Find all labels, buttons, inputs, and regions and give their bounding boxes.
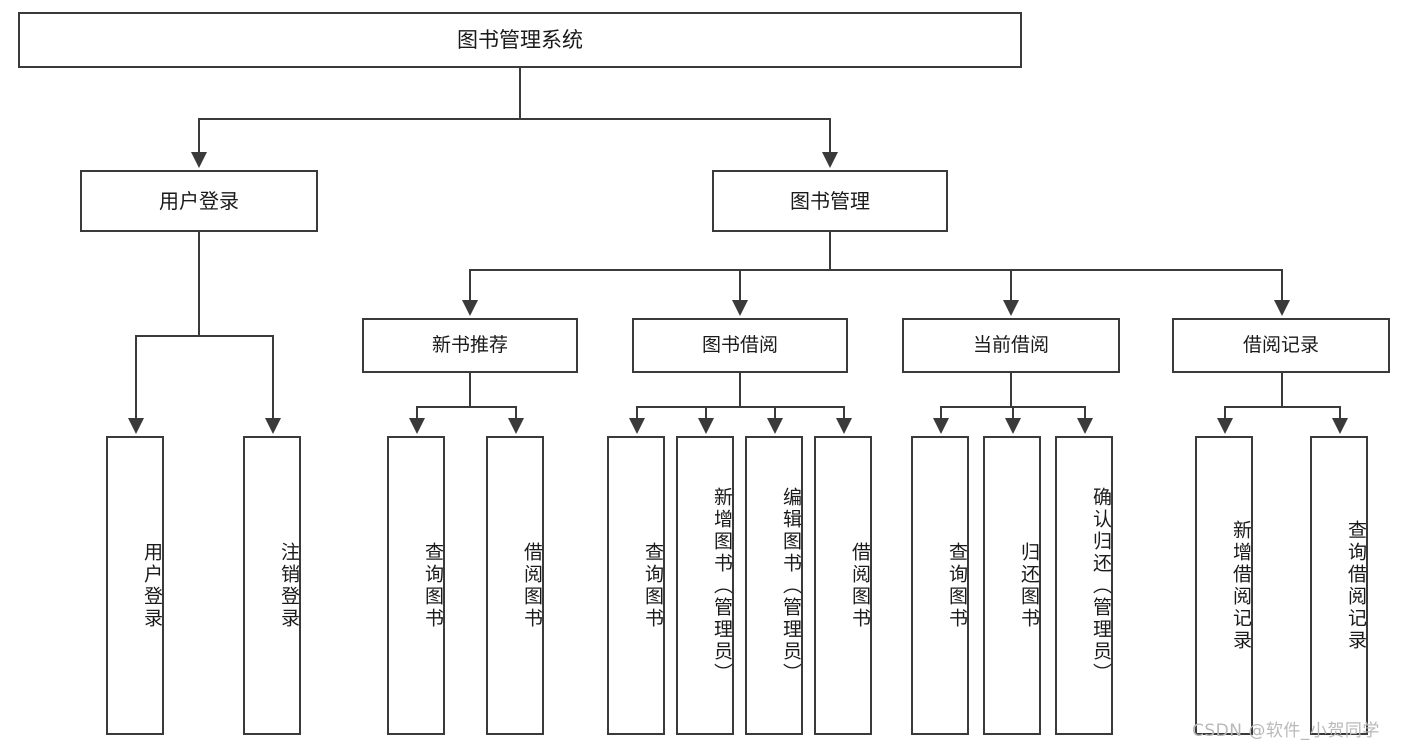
- arrow-current-leaf-2: [1005, 418, 1021, 434]
- connector-to-borrow: [739, 269, 741, 302]
- leaf-current-query[interactable]: 查询图书: [911, 436, 969, 735]
- connector-records-l2: [1339, 406, 1341, 420]
- connector-new-books-l1: [416, 406, 418, 420]
- leaf-new-books-query[interactable]: 查询图书: [387, 436, 445, 735]
- connector-current-l1: [940, 406, 942, 420]
- node-borrow-records[interactable]: 借阅记录: [1172, 318, 1390, 373]
- connector-user-login-stem: [198, 232, 200, 335]
- node-new-book-recommend[interactable]: 新书推荐: [362, 318, 578, 373]
- connector-user-login-l2: [272, 335, 274, 420]
- csdn-watermark: CSDN @软件_小贺同学: [1192, 721, 1380, 741]
- leaf-new-books-borrow[interactable]: 借阅图书: [486, 436, 544, 735]
- connector-new-books-bus: [416, 406, 517, 408]
- arrow-to-records: [1274, 300, 1290, 316]
- connector-to-user-login: [198, 118, 200, 154]
- arrow-to-new-books: [462, 300, 478, 316]
- arrow-user-login-leaf-2: [265, 418, 281, 434]
- connector-level1-bus: [198, 118, 830, 120]
- node-user-login[interactable]: 用户登录: [80, 170, 318, 232]
- leaf-current-return[interactable]: 归还图书: [983, 436, 1041, 735]
- arrow-to-current: [1003, 300, 1019, 316]
- connector-to-records: [1281, 269, 1283, 302]
- connector-current-stem: [1010, 373, 1012, 408]
- connector-records-bus: [1224, 406, 1341, 408]
- arrow-borrow-leaf-3: [767, 418, 783, 434]
- connector-level2-bus: [469, 269, 1281, 271]
- arrow-to-borrow: [732, 300, 748, 316]
- node-book-borrow[interactable]: 图书借阅: [632, 318, 848, 373]
- connector-to-new-books: [469, 269, 471, 302]
- connector-current-l3: [1084, 406, 1086, 420]
- connector-records-l1: [1224, 406, 1226, 420]
- node-book-management[interactable]: 图书管理: [712, 170, 948, 232]
- arrow-current-leaf-3: [1077, 418, 1093, 434]
- connector-root-stem: [519, 68, 521, 120]
- connector-borrow-l2: [705, 406, 707, 420]
- leaf-borrow-add-book-admin[interactable]: 新增图书（管理员）: [676, 436, 734, 735]
- arrow-to-user-login: [191, 152, 207, 168]
- arrow-records-leaf-2: [1332, 418, 1348, 434]
- leaf-records-query[interactable]: 查询借阅记录: [1310, 436, 1368, 735]
- arrow-new-books-leaf-2: [508, 418, 524, 434]
- connector-user-login-bus: [135, 335, 274, 337]
- leaf-records-add[interactable]: 新增借阅记录: [1195, 436, 1253, 735]
- leaf-borrow-edit-book-admin[interactable]: 编辑图书（管理员）: [745, 436, 803, 735]
- arrow-borrow-leaf-1: [629, 418, 645, 434]
- connector-records-stem: [1281, 373, 1283, 408]
- connector-borrow-l1: [636, 406, 638, 420]
- leaf-borrow-borrow-book[interactable]: 借阅图书: [814, 436, 872, 735]
- arrow-to-book-mgmt: [822, 152, 838, 168]
- arrow-borrow-leaf-2: [698, 418, 714, 434]
- connector-book-mgmt-stem: [829, 232, 831, 269]
- connector-borrow-stem: [739, 373, 741, 408]
- connector-to-current: [1010, 269, 1012, 302]
- connector-to-book-mgmt: [829, 118, 831, 154]
- leaf-borrow-query[interactable]: 查询图书: [607, 436, 665, 735]
- node-current-borrow[interactable]: 当前借阅: [902, 318, 1120, 373]
- leaf-user-login-login[interactable]: 用户登录: [106, 436, 164, 735]
- leaf-user-login-logout[interactable]: 注销登录: [243, 436, 301, 735]
- arrow-new-books-leaf-1: [409, 418, 425, 434]
- arrow-borrow-leaf-4: [836, 418, 852, 434]
- connector-borrow-l4: [843, 406, 845, 420]
- arrow-user-login-leaf-1: [128, 418, 144, 434]
- connector-new-books-stem: [469, 373, 471, 408]
- leaf-current-confirm-return-admin[interactable]: 确认归还（管理员）: [1055, 436, 1113, 735]
- connector-new-books-l2: [515, 406, 517, 420]
- connector-borrow-bus: [636, 406, 843, 408]
- connector-current-l2: [1012, 406, 1014, 420]
- connector-user-login-l1: [135, 335, 137, 420]
- arrow-records-leaf-1: [1217, 418, 1233, 434]
- node-root-system[interactable]: 图书管理系统: [18, 12, 1022, 68]
- arrow-current-leaf-1: [933, 418, 949, 434]
- connector-borrow-l3: [774, 406, 776, 420]
